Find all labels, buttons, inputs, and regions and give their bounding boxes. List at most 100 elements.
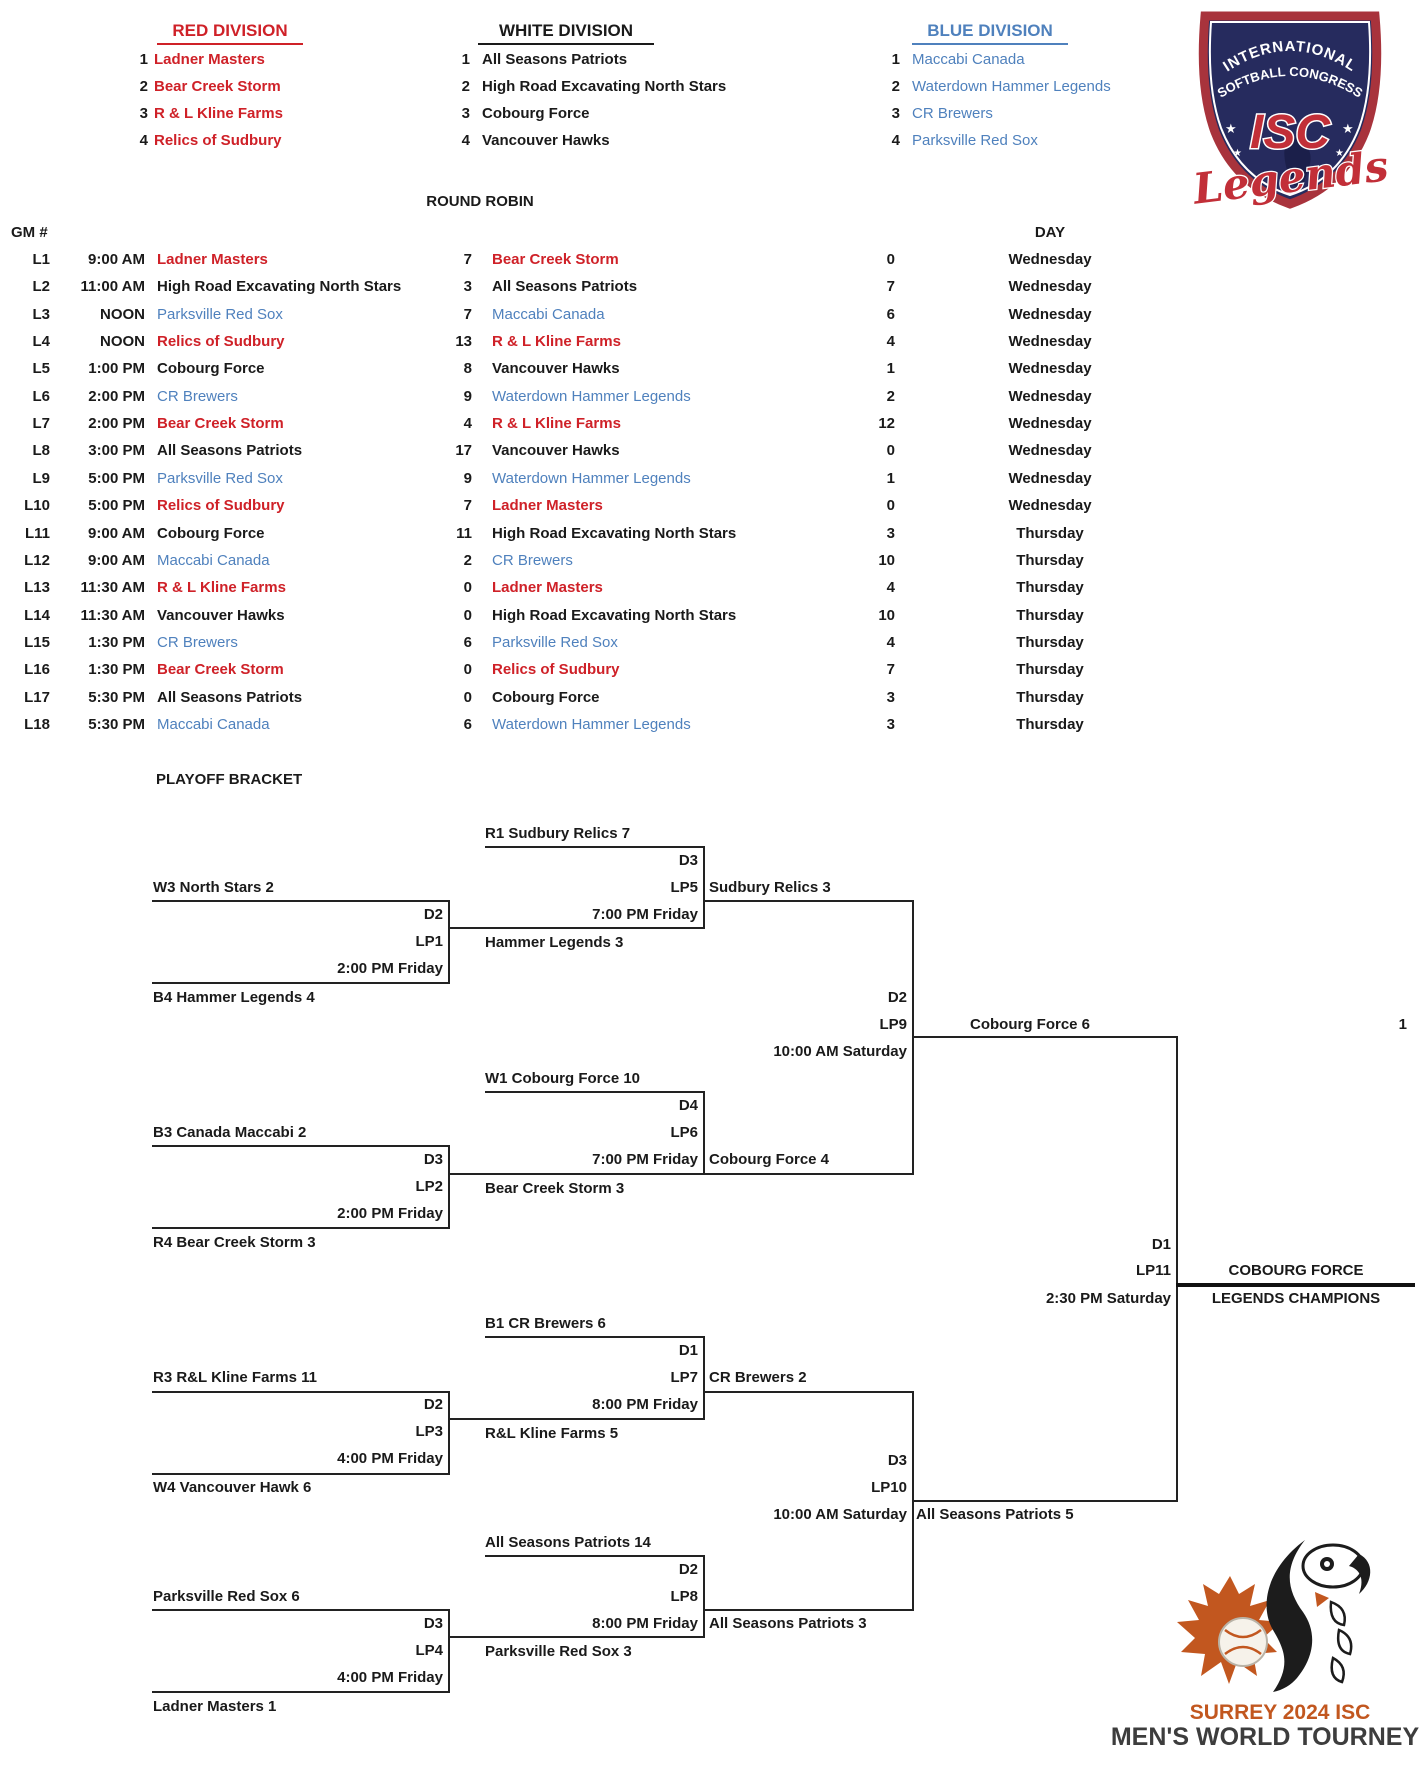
game-number: L18 [24, 715, 50, 733]
bracket-line [448, 1173, 914, 1175]
game-day: Wednesday [1008, 497, 1092, 515]
isc-acronym: ISC [1250, 106, 1331, 159]
game-number: L2 [32, 278, 50, 296]
away-score: 10 [878, 551, 895, 569]
team-seed-number: 2 [891, 78, 900, 95]
game-day: Wednesday [1008, 469, 1092, 487]
home-team: Parksville Red Sox [157, 305, 283, 323]
away-score: 6 [886, 305, 895, 323]
away-team: Relics of Sudbury [492, 661, 620, 679]
bracket-line [152, 1145, 448, 1147]
red-division-team-row: 3 R & L Kline Farms [0, 104, 1427, 126]
bracket-line [703, 1391, 912, 1393]
bracket-seed: W3 North Stars 2 [153, 879, 274, 896]
home-score: 9 [463, 387, 472, 405]
bracket-time: 7:00 PM Friday [592, 1151, 698, 1168]
home-team: All Seasons Patriots [157, 688, 303, 706]
bracket-time: 10:00 AM Saturday [773, 1506, 907, 1523]
bracket-line [703, 1555, 705, 1638]
bracket-line [703, 1609, 912, 1611]
away-score: 3 [886, 715, 895, 733]
bracket-time: 4:00 PM Friday [337, 1450, 443, 1467]
bracket-time: 10:00 AM Saturday [773, 1043, 907, 1060]
bracket-line [703, 846, 705, 929]
team-seed-number: 2 [461, 78, 470, 95]
bracket-time: 4:00 PM Friday [337, 1669, 443, 1686]
away-score: 2 [886, 387, 895, 405]
team-seed-number: 2 [139, 78, 148, 95]
bracket-line [485, 1336, 703, 1338]
bracket-line [912, 900, 914, 1175]
blue-division-header: BLUE DIVISION [912, 20, 1068, 45]
game-time: 3:00 PM [88, 442, 145, 460]
star-icon: ★ [1225, 121, 1237, 136]
game-day: Wednesday [1008, 442, 1092, 460]
game-time: 9:00 AM [88, 251, 145, 268]
game-time: 5:00 PM [88, 497, 145, 515]
bracket-winner: CR Brewers 2 [709, 1369, 807, 1386]
game-time: NOON [100, 305, 145, 323]
bracket-field: D2 [423, 906, 443, 923]
game-day: Wednesday [1008, 360, 1092, 378]
away-score: 4 [886, 333, 895, 351]
home-team: Maccabi Canada [157, 551, 270, 569]
bracket-time: 8:00 PM Friday [592, 1615, 698, 1632]
bracket-field: D3 [423, 1615, 443, 1632]
star-icon: ★ [1342, 121, 1354, 136]
home-team: Bear Creek Storm [157, 415, 284, 433]
bracket-line [912, 1036, 1178, 1038]
team-name: Maccabi Canada [912, 51, 1025, 68]
bracket-line [448, 1609, 450, 1693]
bracket-line [912, 1500, 1178, 1502]
round-robin-game-row: L7 2:00 PM Bear Creek Storm 4 R & L Klin… [0, 414, 1427, 436]
away-team: Vancouver Hawks [492, 442, 620, 460]
team-seed-number: 1 [891, 51, 900, 68]
round-robin-game-row: L6 2:00 PM CR Brewers 9 Waterdown Hammer… [0, 387, 1427, 409]
bracket-winner: All Seasons Patriots 3 [709, 1615, 867, 1632]
bracket-line [703, 1336, 705, 1420]
bracket-time: 2:00 PM Friday [337, 960, 443, 977]
bracket-line [448, 1391, 450, 1475]
bracket-seed: All Seasons Patriots 14 [485, 1534, 651, 1551]
home-score: 7 [463, 305, 472, 323]
bracket-line [448, 900, 450, 984]
day-column-header: DAY [1034, 224, 1066, 241]
bracket-seed: W4 Vancouver Hawk 6 [153, 1479, 312, 1496]
game-number: L7 [32, 415, 50, 433]
round-robin-game-row: L13 11:30 AM R & L Kline Farms 0 Ladner … [0, 578, 1427, 600]
away-score: 7 [886, 278, 895, 296]
home-team: Cobourg Force [157, 524, 265, 542]
team-name: All Seasons Patriots [482, 51, 628, 68]
shield-shape [1198, 11, 1382, 209]
away-score: 0 [886, 497, 895, 515]
bracket-line [1176, 1036, 1178, 1502]
round-robin-game-row: L16 1:30 PM Bear Creek Storm 0 Relics of… [0, 660, 1427, 682]
bracket-line [485, 1555, 703, 1557]
bracket-line [152, 1473, 448, 1475]
bracket-seed: W1 Cobourg Force 10 [485, 1070, 641, 1087]
game-time: 5:30 PM [88, 715, 145, 733]
game-day: Thursday [1016, 524, 1084, 542]
team-name: High Road Excavating North Stars [482, 78, 727, 95]
bracket-time: 2:30 PM Saturday [1045, 1290, 1171, 1307]
game-time: 5:30 PM [88, 688, 145, 706]
bracket-field: D2 [423, 1396, 443, 1413]
away-score: 7 [886, 661, 895, 679]
game-day: Wednesday [1008, 251, 1092, 268]
bracket-seed: R4 Bear Creek Storm 3 [153, 1234, 316, 1251]
away-team: R & L Kline Farms [492, 333, 621, 351]
home-team: CR Brewers [157, 633, 238, 651]
blue-division-team-row: 2 Waterdown Hammer Legends [0, 77, 1427, 99]
bracket-seed: Hammer Legends 3 [485, 934, 624, 951]
home-team: Vancouver Hawks [157, 606, 285, 624]
bracket-winner: Sudbury Relics 3 [709, 879, 831, 896]
bracket-line [152, 1691, 448, 1693]
team-seed-number: 4 [461, 132, 470, 149]
game-time: NOON [100, 333, 145, 351]
champion-name: COBOURG FORCE [1228, 1262, 1364, 1279]
game-time: 5:00 PM [88, 469, 145, 487]
blue-division-team-row: 4 Parksville Red Sox [0, 131, 1427, 153]
game-time: 2:00 PM [88, 387, 145, 405]
round-robin-game-row: L9 5:00 PM Parksville Red Sox 9 Waterdow… [0, 469, 1427, 491]
